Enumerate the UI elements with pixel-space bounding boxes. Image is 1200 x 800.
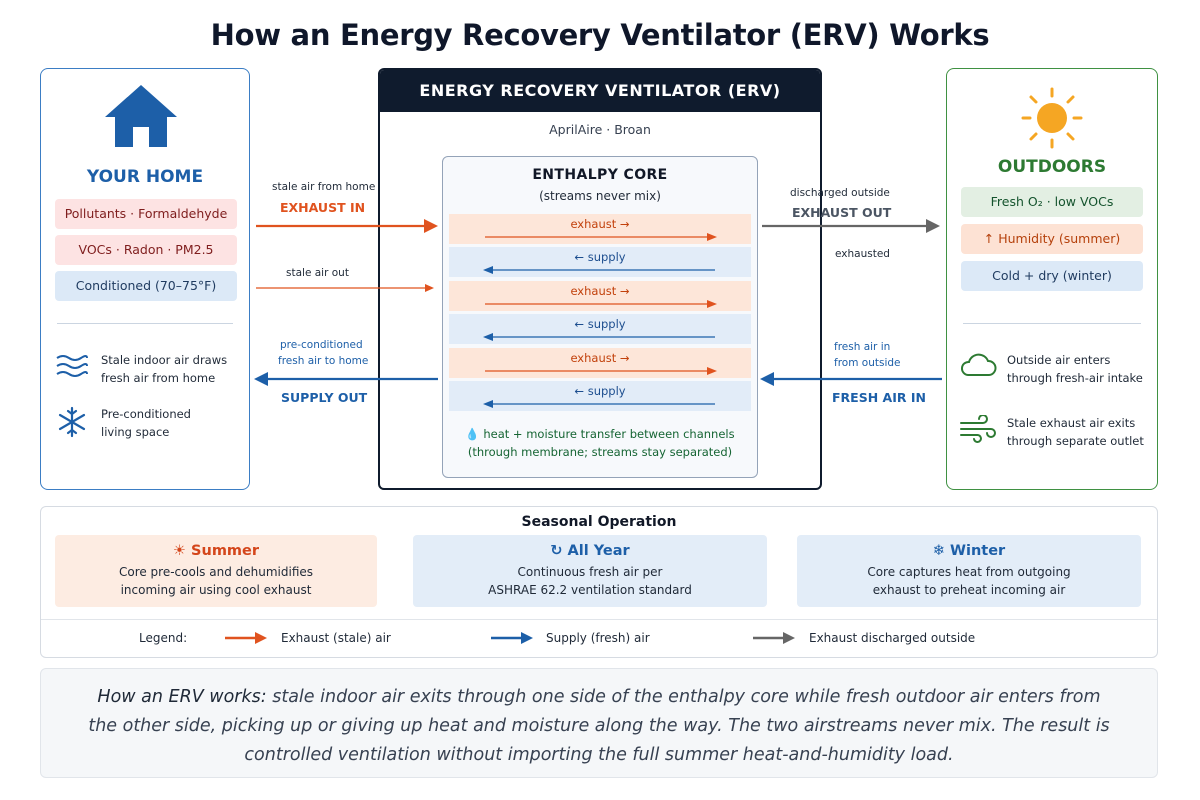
outdoors-divider bbox=[963, 323, 1141, 324]
supply-arrow bbox=[483, 333, 715, 341]
supply-out-caption-1: pre-conditioned bbox=[280, 339, 363, 351]
page-title: How an Energy Recovery Ventilator (ERV) … bbox=[210, 18, 990, 52]
fresh-in-caption-1: fresh air in bbox=[834, 341, 891, 353]
erv-header: ENERGY RECOVERY VENTILATOR (ERV) bbox=[380, 70, 820, 112]
supply-out-arrow bbox=[254, 372, 438, 386]
summary-lead: How an ERV works: bbox=[97, 687, 267, 707]
seasonal-title: Seasonal Operation bbox=[521, 514, 677, 530]
flow-arrows bbox=[254, 219, 942, 386]
legend-supply: Supply (fresh) air bbox=[546, 631, 650, 645]
exhaust-in-arrow bbox=[256, 219, 438, 233]
stale-air-out-arrow bbox=[256, 284, 434, 292]
exhaust-in-label: EXHAUST IN bbox=[280, 200, 366, 215]
core-footer: 💧 heat + moisture transfer between chann… bbox=[465, 427, 735, 459]
snowflake-icon: ❄ bbox=[932, 543, 945, 559]
outdoor-tag-humidity: ↑ Humidity (summer) bbox=[961, 224, 1143, 254]
legend-discharge-arrow bbox=[753, 632, 795, 644]
waves-icon bbox=[56, 355, 88, 377]
snowflake-icon bbox=[58, 406, 86, 438]
supply-arrow bbox=[483, 400, 715, 408]
home-info-1: Stale indoor air draws fresh air from ho… bbox=[101, 353, 228, 385]
core-title: ENTHALPY CORE bbox=[532, 167, 668, 183]
droplet-icon: 💧 bbox=[465, 427, 480, 441]
legend-exhaust: Exhaust (stale) air bbox=[281, 631, 391, 645]
core-channel-exhaust: exhaust → bbox=[449, 214, 751, 244]
house-icon bbox=[105, 85, 177, 147]
fresh-air-in-label: FRESH AIR IN bbox=[832, 390, 926, 405]
sun-icon bbox=[1021, 87, 1083, 149]
outdoor-info-2: Stale exhaust air exits through separate… bbox=[1007, 416, 1144, 448]
exhaust-out-caption: discharged outside bbox=[790, 187, 890, 199]
season-winter: ❄ Winter Core captures heat from outgoin… bbox=[797, 535, 1141, 607]
core-channel-supply: ← supply bbox=[449, 314, 751, 344]
home-panel: YOUR HOME Pollutants · Formaldehyde VOCs… bbox=[40, 68, 250, 490]
legend: Legend: Exhaust (stale) air Supply (fres… bbox=[41, 619, 1157, 655]
summary-text: stale indoor air exits through one side … bbox=[88, 687, 1110, 765]
outdoors-title: OUTDOORS bbox=[997, 157, 1107, 177]
erv-brands: AprilAire · Broan bbox=[549, 122, 651, 137]
core-channel-supply: ← supply bbox=[449, 247, 751, 277]
home-tag-vocs: VOCs · Radon · PM2.5 bbox=[55, 235, 237, 265]
fresh-in-caption-2: from outside bbox=[834, 357, 901, 369]
summary-box: How an ERV works: stale indoor air exits… bbox=[40, 668, 1158, 778]
legend-exhaust-arrow bbox=[225, 632, 267, 644]
exhaust-arrow bbox=[485, 233, 717, 241]
exhaust-arrow bbox=[485, 300, 717, 308]
core-channel-exhaust: exhaust → bbox=[449, 281, 751, 311]
cycle-icon: ↻ bbox=[550, 543, 563, 559]
home-tag-pollutants: Pollutants · Formaldehyde bbox=[55, 199, 237, 229]
stale-out-caption: stale air out bbox=[286, 267, 349, 279]
legend-label: Legend: bbox=[139, 631, 188, 645]
fresh-air-in-arrow bbox=[760, 372, 942, 386]
outdoor-tag-fresh: Fresh O₂ · low VOCs bbox=[961, 187, 1143, 217]
exhausted-caption: exhausted bbox=[835, 248, 890, 260]
supply-out-caption-2: fresh air to home bbox=[278, 355, 369, 367]
season-summer: ☀ Summer Core pre-cools and dehumidifies… bbox=[55, 535, 377, 607]
home-title: YOUR HOME bbox=[86, 167, 204, 187]
seasonal-operation: Seasonal Operation ☀ Summer Core pre-coo… bbox=[40, 506, 1158, 658]
home-info-2: Pre-conditioned living space bbox=[101, 407, 191, 439]
exhaust-arrow bbox=[485, 367, 717, 375]
exhaust-in-caption: stale air from home bbox=[272, 181, 376, 193]
home-tag-conditioned: Conditioned (70–75°F) bbox=[55, 271, 237, 301]
exhaust-out-arrow bbox=[762, 219, 940, 233]
outdoors-panel: OUTDOORS Fresh O₂ · low VOCs ↑ Humidity … bbox=[946, 68, 1158, 490]
core-subtitle: (streams never mix) bbox=[539, 189, 661, 203]
exhaust-out-label: EXHAUST OUT bbox=[792, 205, 892, 220]
core-channel-exhaust: exhaust → bbox=[449, 348, 751, 378]
legend-discharge: Exhaust discharged outside bbox=[809, 631, 976, 645]
cloud-icon bbox=[961, 353, 997, 376]
erv-panel: ENERGY RECOVERY VENTILATOR (ERV) AprilAi… bbox=[378, 68, 822, 490]
enthalpy-core: ENTHALPY CORE (streams never mix) exhaus… bbox=[442, 156, 758, 478]
legend-supply-arrow bbox=[491, 632, 533, 644]
supply-arrow bbox=[483, 266, 715, 274]
wind-icon bbox=[960, 415, 996, 443]
core-channel-supply: ← supply bbox=[449, 381, 751, 411]
supply-out-label: SUPPLY OUT bbox=[281, 390, 368, 405]
outdoor-tag-cold: Cold + dry (winter) bbox=[961, 261, 1143, 291]
season-all-year: ↻ All Year Continuous fresh air per ASHR… bbox=[413, 535, 767, 607]
outdoor-info-1: Outside air enters through fresh-air int… bbox=[1007, 353, 1143, 385]
sun-icon: ☀ bbox=[172, 543, 186, 559]
home-divider bbox=[57, 323, 233, 324]
